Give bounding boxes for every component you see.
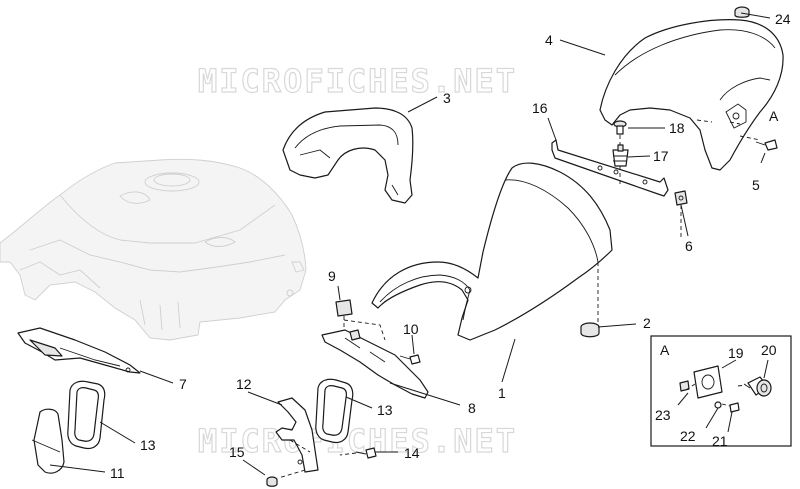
bracket-part	[551, 139, 669, 197]
callout-11: 11	[110, 465, 125, 481]
inset-title: A	[660, 342, 670, 358]
plate-19-part	[693, 365, 723, 399]
inset-view-a: A	[650, 335, 792, 447]
leader-lines	[49, 12, 771, 476]
watermark-top: MICROFICHES.NET	[198, 62, 517, 100]
callout-14: 14	[404, 445, 420, 461]
callout-19: 19	[728, 345, 744, 361]
callout-16: 16	[532, 100, 548, 116]
panel-11-part	[31, 408, 65, 474]
rubber-nut-part	[734, 6, 750, 18]
callout-13-left: 13	[140, 437, 156, 453]
callout-21: 21	[712, 433, 728, 449]
callout-24: 24	[775, 11, 791, 27]
callout-12: 12	[236, 376, 252, 392]
callout-9: 9	[328, 268, 336, 284]
watermark-bottom: MICROFICHES.NET	[198, 422, 517, 460]
socket-20-part	[743, 376, 772, 397]
gasket-left-part	[67, 380, 106, 450]
screw-5-part	[755, 139, 778, 151]
bracket-12-part	[275, 397, 319, 473]
assembly-lines	[277, 119, 761, 479]
bolt-part	[613, 120, 627, 135]
callout-22: 22	[680, 428, 696, 444]
callout-10: 10	[403, 321, 419, 337]
grommet-23-part	[679, 380, 690, 392]
lock-plate-part	[321, 329, 429, 399]
screw-14-part	[355, 447, 377, 459]
screw-10-part	[399, 354, 421, 365]
callout-1: 1	[498, 385, 506, 401]
rubber-buffer-part	[580, 322, 600, 338]
callout-5: 5	[752, 177, 760, 193]
callout-numbers: 24 4 3 16 18 17 5 6 2 1 9 10 8 7 12 13 1…	[110, 11, 791, 481]
view-marker: A	[769, 108, 779, 124]
callout-7: 7	[179, 376, 187, 392]
washer-22-part	[714, 401, 722, 409]
grab-handle-part	[282, 107, 414, 204]
gasket-right-part	[315, 378, 354, 444]
tail-cover-part	[599, 19, 784, 171]
callout-17: 17	[653, 148, 669, 164]
fuel-tank	[0, 158, 307, 341]
callout-20: 20	[761, 342, 777, 358]
seat-part	[371, 162, 613, 341]
cover-7-part	[17, 327, 141, 374]
callout-3: 3	[443, 90, 451, 106]
callout-13-right: 13	[377, 402, 393, 418]
callout-15: 15	[229, 444, 245, 460]
callout-4: 4	[545, 32, 553, 48]
callout-8: 8	[468, 400, 476, 416]
callout-2: 2	[643, 315, 651, 331]
nut-15-part	[266, 476, 278, 487]
spacer-part	[612, 144, 629, 167]
callout-18: 18	[669, 120, 685, 136]
clip-nut-part	[674, 190, 688, 206]
callout-6: 6	[685, 238, 693, 254]
clip-9-part	[335, 299, 353, 317]
screw-21-part	[729, 402, 740, 413]
callout-23: 23	[655, 407, 671, 423]
